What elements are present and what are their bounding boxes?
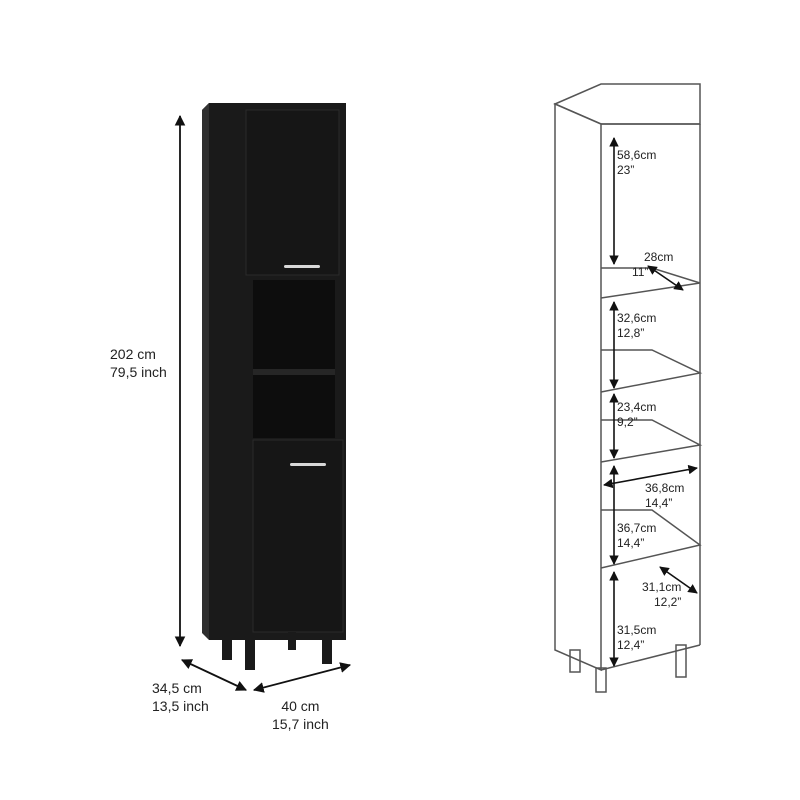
interior-dimension-lines xyxy=(603,137,698,667)
interior-label: 58,6cm 23” xyxy=(617,148,656,178)
cabinet-upper-door xyxy=(245,109,340,276)
interior-in: 12,8” xyxy=(617,326,645,340)
cabinet-lower-door xyxy=(252,439,344,633)
cabinet-leg xyxy=(222,632,232,660)
black-cabinet xyxy=(202,103,346,670)
dim-line-28 xyxy=(647,265,684,291)
interior-cm: 31,1cm xyxy=(642,580,682,594)
depth-label: 34,5 cm 13,5 inch xyxy=(152,680,209,715)
interior-cm: 36,8cm xyxy=(645,481,685,495)
interior-in: 12,2” xyxy=(654,595,682,609)
open-shelf-compartment xyxy=(253,280,335,438)
cabinet-line-drawing xyxy=(553,83,703,693)
interior-in: 12,4” xyxy=(617,638,645,652)
interior-in: 11” xyxy=(632,265,649,279)
overall-dimension-lines xyxy=(174,114,352,693)
cabinet-side-panel xyxy=(202,103,209,640)
drawing-leg xyxy=(595,667,607,693)
drawing-shelf xyxy=(600,349,703,393)
lower-door-handle xyxy=(290,463,326,466)
interior-cm: 23,4cm xyxy=(617,400,657,414)
dim-line-31-1 xyxy=(659,566,698,594)
drawing-side-panel xyxy=(554,102,602,672)
cabinet-leg xyxy=(322,640,332,664)
drawing-leg xyxy=(569,649,581,673)
width-label: 40 cm 15,7 inch xyxy=(272,698,329,733)
interior-label: 36,7cm 14,4” xyxy=(617,521,656,551)
width-dimension-line xyxy=(252,662,352,693)
height-label: 202 cm 79,5 inch xyxy=(110,346,167,381)
interior-label: 23,4cm 9,2” xyxy=(617,400,656,430)
interior-in: 23” xyxy=(617,163,635,177)
drawing-leg xyxy=(675,644,687,678)
interior-cm: 36,7cm xyxy=(617,521,657,535)
upper-door-handle xyxy=(284,265,320,268)
interior-label: 36,8cm 14,4” xyxy=(645,481,684,511)
interior-in: 14,4” xyxy=(645,496,673,510)
interior-in: 14,4” xyxy=(617,536,645,550)
cabinet-leg xyxy=(245,640,255,670)
width-cm: 40 cm xyxy=(281,698,320,714)
depth-in: 13,5 inch xyxy=(152,697,209,714)
interior-label: 31,1cm 12,2” xyxy=(642,580,681,610)
interior-cm: 32,6cm xyxy=(617,311,657,325)
height-cm: 202 cm xyxy=(110,346,156,362)
depth-cm: 34,5 cm xyxy=(152,680,202,696)
height-in: 79,5 inch xyxy=(110,363,167,380)
drawing-shelf xyxy=(600,509,702,569)
dim-line-36-8 xyxy=(603,464,698,489)
depth-dimension-line xyxy=(181,659,247,691)
cabinet-leg xyxy=(288,632,296,650)
width-in: 15,7 inch xyxy=(272,715,329,732)
drawing-shelf xyxy=(600,419,703,463)
interior-cm: 31,5cm xyxy=(617,623,657,637)
interior-cm: 58,6cm xyxy=(617,148,657,162)
interior-label: 32,6cm 12,8” xyxy=(617,311,656,341)
middle-shelf xyxy=(253,369,335,375)
interior-cm: 28cm xyxy=(644,250,674,264)
interior-label: 28cm 11” xyxy=(632,250,674,280)
interior-in: 9,2” xyxy=(617,415,638,429)
interior-label: 31,5cm 12,4” xyxy=(617,623,656,653)
